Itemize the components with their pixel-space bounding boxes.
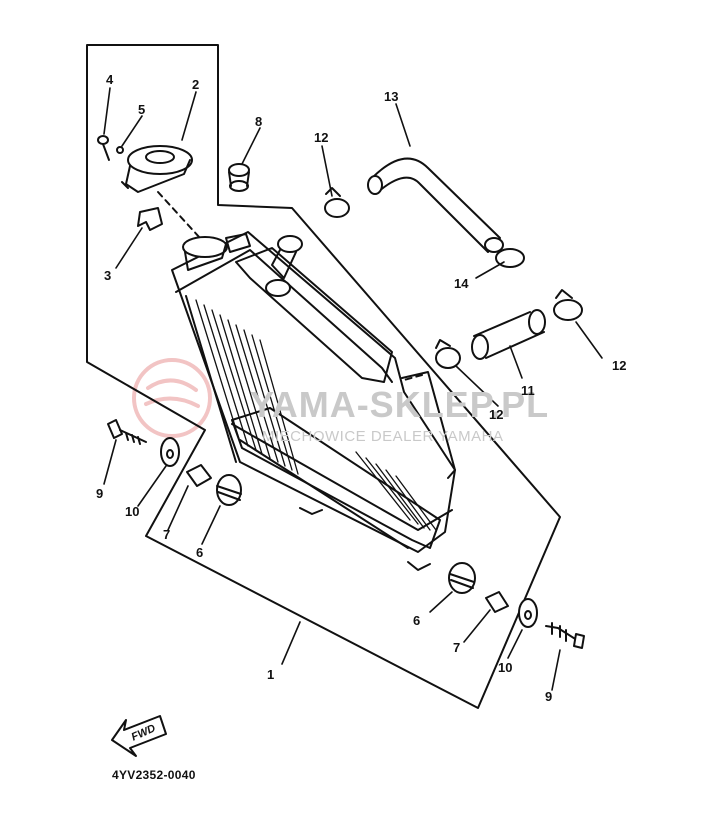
part-label-8: 8	[255, 114, 263, 129]
radiator-core	[171, 231, 456, 571]
part-label-4: 4	[106, 72, 114, 87]
damper-part-right	[448, 562, 476, 594]
hose-clamp-14-part	[495, 248, 525, 268]
part-label-5: 5	[138, 102, 146, 117]
part-label-14: 14	[454, 276, 469, 291]
bolt-part-left	[107, 419, 147, 445]
part-label-7-right: 7	[453, 640, 461, 655]
bolt-part-right	[545, 622, 585, 649]
part-label-10-right: 10	[498, 660, 513, 675]
collar-part-left	[186, 464, 212, 487]
washer-10-part-right	[518, 598, 538, 628]
part-label-1: 1	[267, 667, 275, 682]
screw-part	[97, 135, 110, 161]
upper-hose-part	[367, 157, 504, 253]
grommet-part	[228, 163, 250, 192]
leader-dashed-cap	[157, 191, 201, 239]
washer-10-part-left	[160, 437, 180, 467]
watermark-logo	[132, 358, 212, 438]
radiator-cap-part	[121, 145, 193, 193]
part-label-3: 3	[104, 268, 112, 283]
fwd-arrow-icon	[111, 715, 167, 757]
part-label-6-left: 6	[196, 545, 204, 560]
lower-hose-part	[471, 309, 546, 360]
part-label-6-right: 6	[413, 613, 421, 628]
part-label-11: 11	[521, 383, 535, 398]
part-label-12-upper: 12	[314, 130, 329, 145]
damper-part-left	[216, 474, 242, 506]
part-label-2: 2	[192, 77, 200, 92]
washer-part	[116, 146, 124, 154]
bracket-part	[137, 207, 163, 231]
hose-clamp-part-upper	[324, 187, 350, 218]
part-label-12-right: 12	[612, 358, 627, 373]
part-label-10-left: 10	[125, 504, 140, 519]
part-label-7-left: 7	[163, 527, 171, 542]
part-label-13: 13	[384, 89, 399, 104]
leader-lines	[103, 87, 603, 691]
diagram-code: 4YV2352-0040	[112, 768, 196, 782]
part-label-12-middle: 12	[489, 407, 504, 422]
hose-clamp-part-middle	[435, 339, 461, 369]
part-label-9-left: 9	[96, 486, 104, 501]
part-label-9-right: 9	[545, 689, 553, 704]
hose-clamp-part-right	[553, 289, 583, 321]
collar-part-right	[485, 591, 509, 613]
